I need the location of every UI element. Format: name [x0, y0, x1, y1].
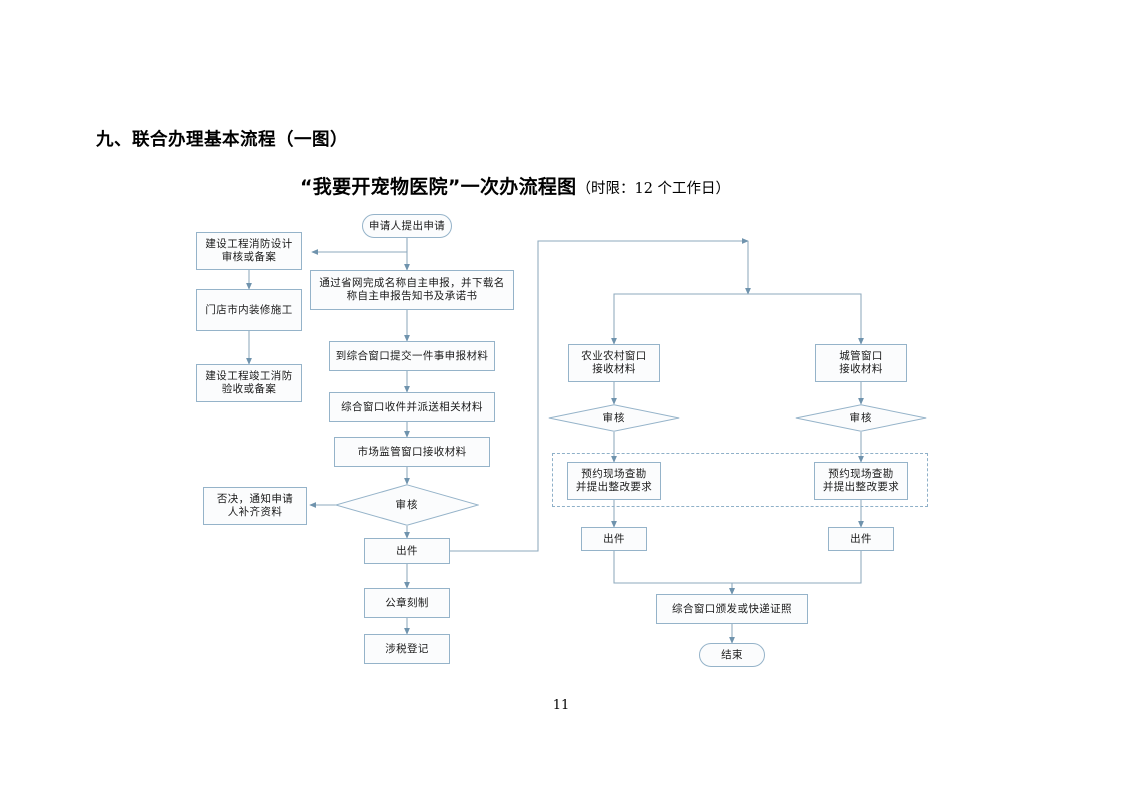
- node-market-supervision-receive-label: 市场监管窗口接收材料: [357, 445, 467, 458]
- node-review-agriculture[interactable]: 审核: [548, 404, 680, 432]
- node-urban-issue-label: 出件: [850, 532, 872, 545]
- node-fire-design[interactable]: 建设工程消防设计 审核或备案: [196, 232, 302, 270]
- flowchart-title-main: “我要开宠物医院”一次办流程图: [300, 176, 577, 198]
- node-reject[interactable]: 否决，通知申请 人补齐资料: [203, 487, 307, 525]
- node-receive-and-send-label: 综合窗口收件并派送相关材料: [341, 400, 483, 413]
- node-deliver-license-label: 综合窗口颁发或快递证照: [672, 602, 792, 615]
- flowchart-title: “我要开宠物医院”一次办流程图（时限：12 个工作日）: [300, 172, 730, 199]
- node-urban-window-receive[interactable]: 城管窗口 接收材料: [815, 344, 907, 382]
- diamond-shape: [548, 404, 680, 432]
- node-end-label: 结束: [721, 648, 743, 661]
- node-seal-engraving-label: 公章刻制: [385, 596, 429, 609]
- node-submit-materials[interactable]: 到综合窗口提交一件事申报材料: [329, 341, 495, 371]
- section-heading: 九、联合办理基本流程（一图）: [96, 130, 348, 150]
- node-market-supervision-receive[interactable]: 市场监管窗口接收材料: [334, 437, 490, 467]
- node-agriculture-issue-label: 出件: [603, 532, 625, 545]
- node-tax-registration[interactable]: 涉税登记: [364, 634, 450, 664]
- node-seal-engraving[interactable]: 公章刻制: [364, 588, 450, 618]
- node-store-decor[interactable]: 门店市内装修施工: [196, 289, 302, 331]
- node-start-label: 申请人提出申请: [368, 219, 446, 232]
- flowchart-title-sub: （时限：12 个工作日）: [576, 181, 731, 197]
- page-number: 11: [552, 698, 570, 713]
- node-fire-acceptance[interactable]: 建设工程竣工消防 验收或备案: [196, 364, 302, 402]
- node-agriculture-window-receive[interactable]: 农业农村窗口 接收材料: [568, 344, 660, 382]
- node-urban-onsite-survey[interactable]: 预约现场查勘 并提出整改要求: [814, 462, 908, 500]
- node-review-agriculture-label: 审核: [602, 411, 626, 424]
- node-issue-main-label: 出件: [396, 544, 418, 557]
- node-reject-label: 否决，通知申请 人补齐资料: [216, 493, 294, 518]
- diamond-shape: [335, 484, 479, 526]
- diamond-shape: [795, 404, 927, 432]
- node-review-main[interactable]: 审核: [335, 484, 479, 526]
- node-review-urban-label: 审核: [849, 411, 873, 424]
- node-name-declaration-label: 通过省网完成名称自主申报，并下载名 称自主申报告知书及承诺书: [319, 277, 505, 302]
- node-urban-window-receive-label: 城管窗口 接收材料: [839, 350, 883, 375]
- node-issue-main[interactable]: 出件: [364, 538, 450, 564]
- onsite-survey-group: [552, 453, 928, 507]
- node-agriculture-issue[interactable]: 出件: [581, 527, 647, 551]
- node-deliver-license[interactable]: 综合窗口颁发或快递证照: [656, 594, 808, 624]
- node-submit-materials-label: 到综合窗口提交一件事申报材料: [335, 349, 489, 362]
- node-review-urban[interactable]: 审核: [795, 404, 927, 432]
- node-agriculture-window-receive-label: 农业农村窗口 接收材料: [581, 350, 647, 375]
- node-name-declaration[interactable]: 通过省网完成名称自主申报，并下载名 称自主申报告知书及承诺书: [310, 270, 514, 310]
- node-start[interactable]: 申请人提出申请: [362, 214, 452, 238]
- node-urban-onsite-survey-label: 预约现场查勘 并提出整改要求: [822, 468, 900, 493]
- node-receive-and-send[interactable]: 综合窗口收件并派送相关材料: [329, 392, 495, 422]
- node-fire-design-label: 建设工程消防设计 审核或备案: [205, 238, 293, 263]
- node-store-decor-label: 门店市内装修施工: [205, 303, 293, 316]
- node-review-main-label: 审核: [395, 498, 419, 511]
- node-tax-registration-label: 涉税登记: [385, 642, 429, 655]
- node-end[interactable]: 结束: [699, 643, 765, 667]
- node-urban-issue[interactable]: 出件: [828, 527, 894, 551]
- node-agriculture-onsite-survey-label: 预约现场查勘 并提出整改要求: [575, 468, 653, 493]
- node-fire-acceptance-label: 建设工程竣工消防 验收或备案: [205, 370, 293, 395]
- node-agriculture-onsite-survey[interactable]: 预约现场查勘 并提出整改要求: [567, 462, 661, 500]
